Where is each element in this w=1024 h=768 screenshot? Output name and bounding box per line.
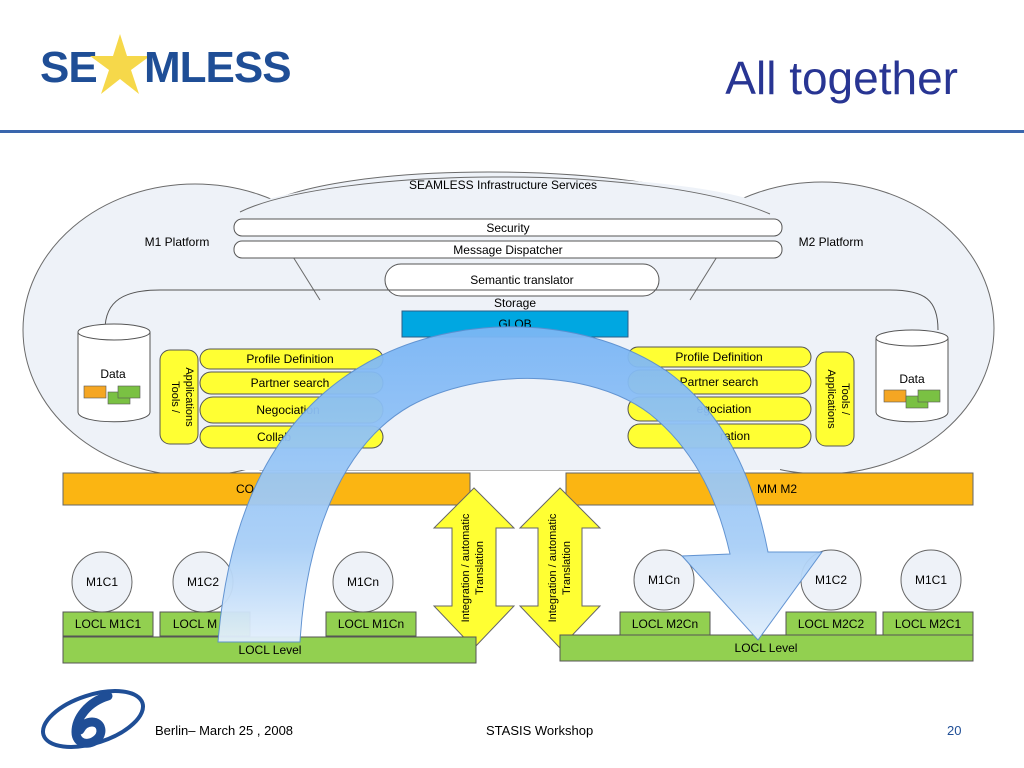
logo-text-right: MLESS [144, 43, 292, 92]
message-dispatcher-bar [233, 240, 783, 259]
data-label-left: Data [100, 367, 126, 381]
tools-box-left [159, 349, 199, 445]
m1-components: M1C1 M1C2 M1Cn [71, 551, 394, 613]
locl-left: LOCL M1C1 LOCL M LOCL M1Cn LOCL Level [62, 611, 477, 664]
right-service-3: egociation [697, 402, 752, 416]
m1-component-2: M1C2 [187, 575, 219, 589]
left-service-1: Profile Definition [246, 352, 333, 366]
footer-location-date: Berlin– March 25 , 2008 [155, 723, 294, 738]
fp6-logo-icon [40, 689, 146, 749]
data-store-right: Data [875, 329, 949, 423]
comm-label-right: MM M2 [757, 482, 797, 496]
star-icon [90, 34, 150, 94]
m2-component-n: M1Cn [648, 573, 680, 587]
m1-component-1: M1C1 [86, 575, 118, 589]
locl-m1-1: LOCL M1C1 [75, 617, 142, 631]
security-bar [233, 218, 783, 237]
m1-platform-label: M1 Platform [145, 235, 210, 249]
left-service-2: Partner search [251, 376, 330, 390]
data-label-right: Data [899, 372, 925, 386]
locl-level-left: LOCL Level [239, 643, 302, 657]
integration-arrow-left: Integration / automatic Translation [432, 487, 516, 649]
tools-label-right-1: Tools / [839, 383, 851, 416]
locl-right: LOCL M2Cn LOCL M2C2 LOCL M2C1 LOCL Level [559, 611, 974, 662]
m2-platform-label: M2 Platform [799, 235, 864, 249]
tools-box-right [815, 351, 855, 447]
integration-arrow-right: Integration / automatic Translation [518, 487, 602, 649]
integration-label-right-2: Translation [561, 541, 573, 595]
right-service-1: Profile Definition [675, 350, 762, 364]
storage-outline [104, 289, 939, 331]
logo-text-left: SE [40, 43, 98, 92]
locl-m2-2: LOCL M2C2 [798, 617, 865, 631]
m2-components: M1Cn M1C2 M1C1 [633, 549, 962, 611]
tools-label-right-2: Applications [825, 369, 837, 429]
m1-component-n: M1Cn [347, 575, 379, 589]
comm-label-left: CO [236, 482, 254, 496]
data-store-left: Data [77, 323, 151, 423]
message-dispatcher-label: Message Dispatcher [453, 243, 562, 257]
locl-level-right: LOCL Level [735, 641, 798, 655]
locl-m2-n: LOCL M2Cn [632, 617, 698, 631]
locl-m1-n: LOCL M1Cn [338, 617, 404, 631]
seamless-logo: SE MLESS [40, 34, 292, 100]
m2-component-2: M1C2 [815, 573, 847, 587]
locl-m1-2: LOCL M [173, 617, 217, 631]
slide-title: All together [725, 52, 958, 104]
m2-component-1: M1C1 [915, 573, 947, 587]
comm-bar-right [565, 472, 974, 506]
integration-label-left-1: Integration / automatic [460, 513, 472, 622]
security-label: Security [486, 221, 529, 235]
integration-label-left-2: Translation [474, 541, 486, 595]
integration-label-right-1: Integration / automatic [547, 513, 559, 622]
semantic-translator-bar [384, 263, 660, 297]
page-number: 20 [947, 723, 962, 738]
tools-label-left-1: Tools / [169, 381, 181, 414]
locl-m2-1: LOCL M2C1 [895, 617, 962, 631]
tools-label-left-2: Applications [183, 367, 195, 427]
storage-label: Storage [494, 296, 536, 310]
footer-event: STASIS Workshop [486, 723, 594, 738]
right-service-2: Partner search [680, 375, 759, 389]
infrastructure-title: SEAMLESS Infrastructure Services [409, 178, 597, 192]
header-divider [0, 130, 1024, 133]
big-curved-arrow [217, 326, 823, 643]
semantic-translator-label: Semantic translator [470, 273, 573, 287]
